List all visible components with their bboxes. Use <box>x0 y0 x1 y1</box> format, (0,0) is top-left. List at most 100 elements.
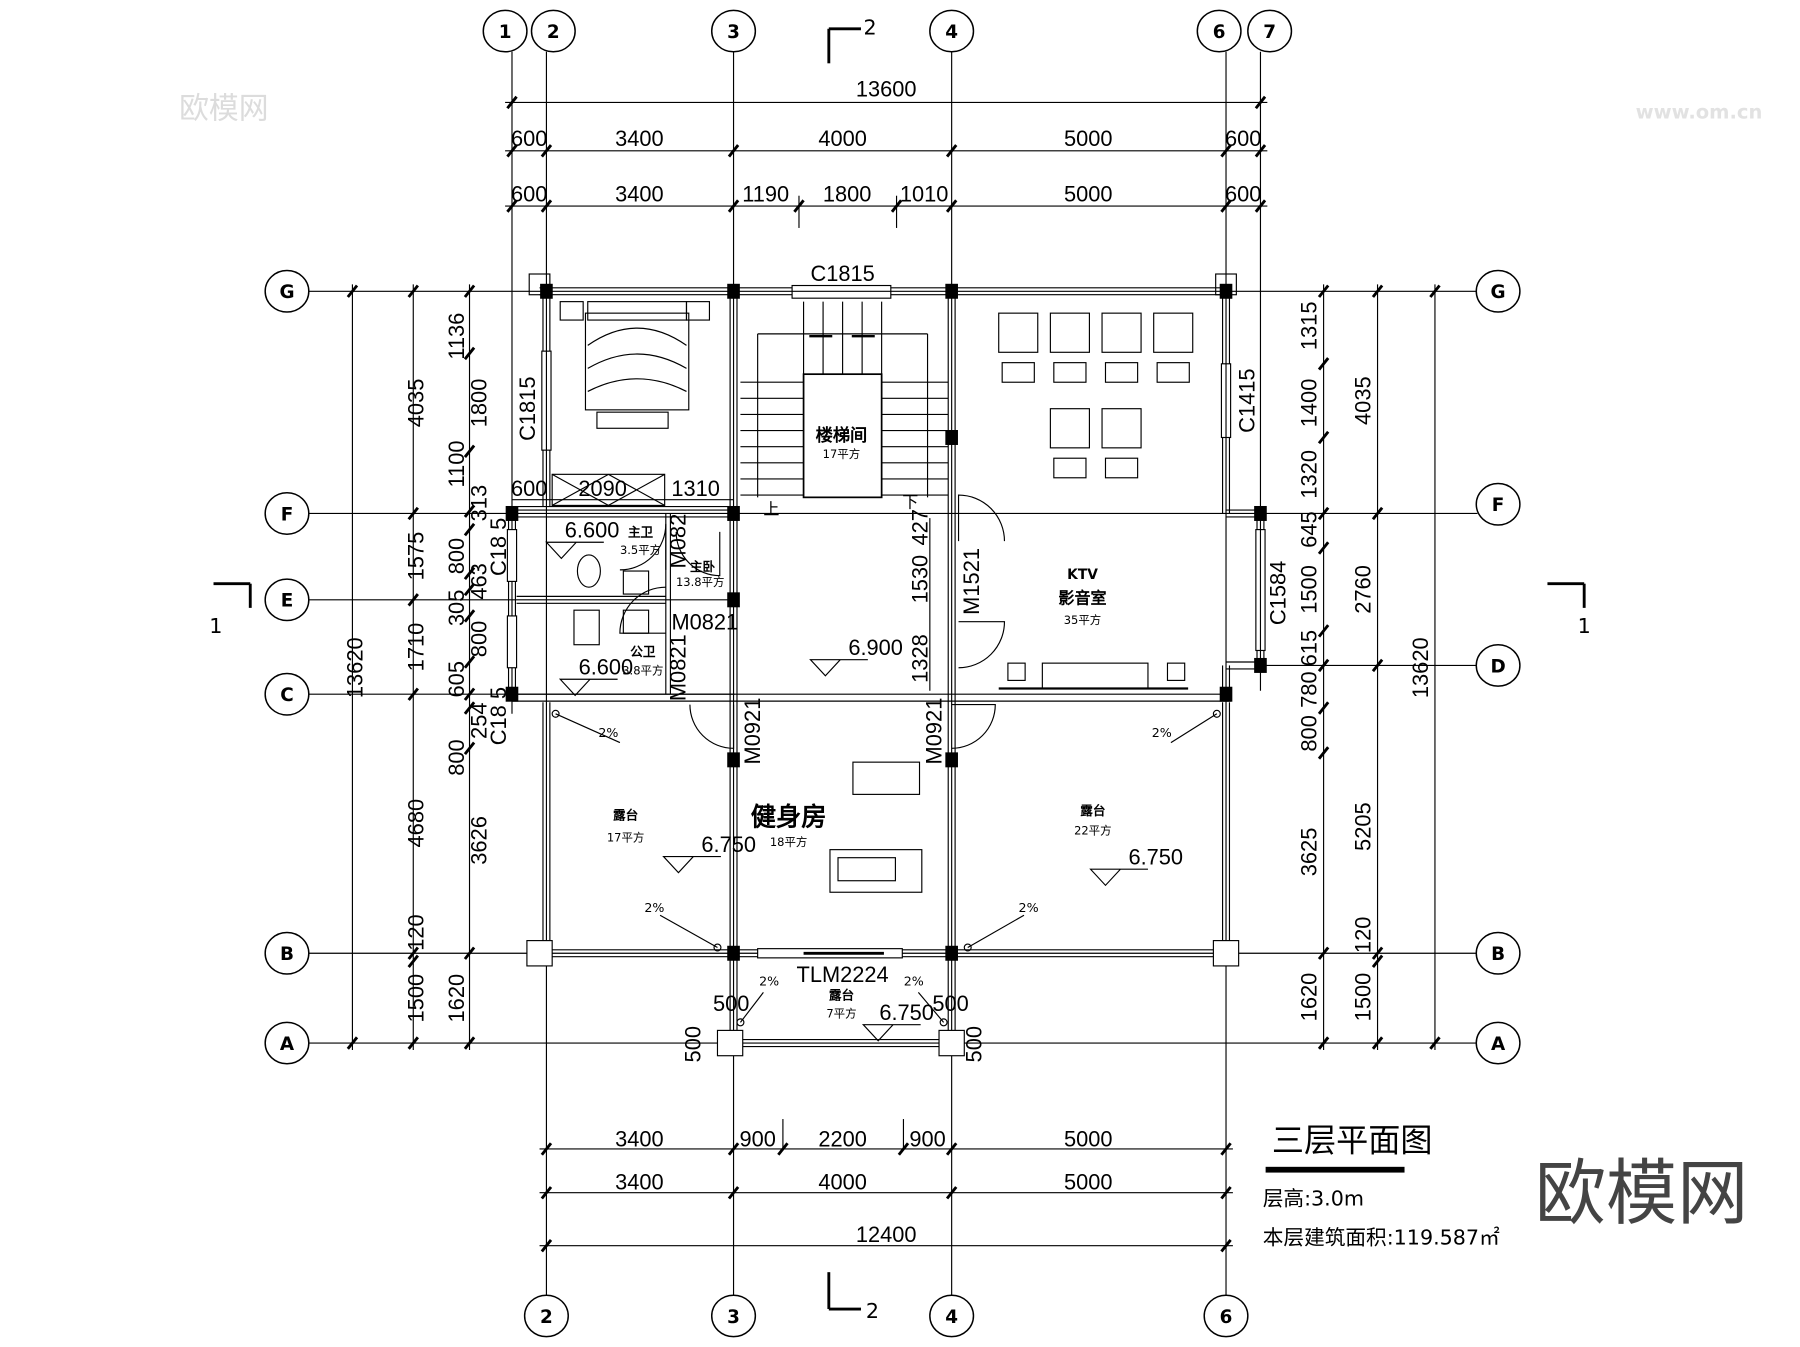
slope-label: 2% <box>1152 725 1172 740</box>
opening-label-m0921_left: M0921 <box>740 698 765 765</box>
axis-bubble-top-2 <box>710 9 757 53</box>
dimension-tick <box>1254 199 1267 213</box>
window-bath-lower <box>506 615 518 669</box>
dimension-tick <box>1317 430 1330 445</box>
floor-area: 本层建筑面积:119.587㎡ <box>1263 1226 1500 1250</box>
window-bath-upper <box>506 529 518 582</box>
treadmill-belt <box>837 857 896 882</box>
dimension-tick <box>506 144 518 158</box>
dimension-tick <box>407 506 419 521</box>
watermark-url: www.om.cn <box>1636 101 1763 124</box>
armchair <box>1101 312 1142 353</box>
column-outline <box>528 273 551 296</box>
door-swing-master-bedroom <box>675 531 721 577</box>
opening-label-m0821_v: M0821 <box>665 634 690 701</box>
axis-bubble-top-5-label: 7 <box>1263 22 1276 43</box>
opening-label-c1815_bath_lower: C18 5 <box>486 687 511 745</box>
basin <box>622 609 650 634</box>
axis-bubble-right-6 <box>1475 643 1521 687</box>
tv-console <box>1041 662 1149 690</box>
stair-up-label: 上 <box>763 500 779 519</box>
room-area: 3.8平方 <box>622 664 663 678</box>
armchair <box>1153 312 1194 353</box>
elevation-value: 6.750 <box>879 1000 934 1025</box>
opening-label-m0921_right: M0921 <box>921 698 946 765</box>
dimension-tick <box>463 522 476 537</box>
elevation-value: 6.600 <box>579 655 634 680</box>
dimension-tick <box>463 346 476 361</box>
axis-bubble-left-1-label: F <box>281 504 294 525</box>
dimension-tick <box>346 1036 359 1050</box>
axis-bubble-right-4 <box>1475 931 1521 975</box>
elevation-value: 6.750 <box>701 832 756 857</box>
axis-bubble-bottom-1-label: 2 <box>540 1307 553 1328</box>
axis-bubble-left-2-label: E <box>281 591 294 612</box>
dim-left-inner: 800 <box>467 621 492 657</box>
dim-bottom-row2: 4000 <box>818 1169 866 1194</box>
dim-left-mid: 4680 <box>404 799 429 848</box>
column-outline <box>716 1029 744 1057</box>
dim-right-inner: 1400 <box>1297 379 1322 428</box>
dimension-tick <box>1371 284 1384 298</box>
opening-label-c1584: C1584 <box>1266 561 1291 625</box>
dimension-tick <box>1317 746 1330 760</box>
elevation-marker <box>558 678 618 697</box>
door-swing-m1521-upper <box>957 494 1006 542</box>
dimension-tick <box>407 954 419 968</box>
dimension-tick <box>1429 1036 1441 1050</box>
floor-height: 层高:3.0m <box>1263 1186 1364 1210</box>
dim-top-row2: 600 <box>1225 126 1261 151</box>
dim-left-mid: 120 <box>404 914 429 950</box>
axis-bubble-right-0 <box>1475 269 1521 313</box>
axis-bubble-top-4 <box>1196 9 1242 53</box>
column <box>727 592 740 608</box>
nightstand <box>559 301 584 321</box>
dim-left-overall: 13620 <box>343 637 368 698</box>
dimension-tick <box>1317 701 1330 715</box>
dim-right-overall: 13620 <box>1408 637 1433 698</box>
bench <box>596 411 669 429</box>
dim-top-row3: 600 <box>1225 181 1261 206</box>
elevation-marker <box>1089 868 1148 887</box>
dimension-tick <box>506 199 518 213</box>
axis-bubble-top-1 <box>530 9 576 53</box>
dim-top-row3: 1010 <box>900 181 948 206</box>
axis-bubble-top-3-label: 4 <box>945 22 958 43</box>
door-swing-public-bath <box>619 586 666 634</box>
drain-slope-arrow <box>659 914 718 949</box>
elevation-marker <box>662 855 721 874</box>
dimension-tick <box>407 1036 419 1050</box>
room-name: 楼梯间 <box>816 425 868 446</box>
armchair <box>1049 408 1090 449</box>
dim-left-inner: 254 <box>467 702 492 738</box>
floor-drain <box>736 1018 745 1027</box>
room-name: 影音室 <box>1058 588 1106 607</box>
ottoman <box>1156 362 1190 383</box>
dimension-tick <box>540 199 553 213</box>
axis-bubble-top-2-label: 3 <box>727 22 740 43</box>
axis-bubble-bottom-2 <box>710 1294 757 1338</box>
column <box>727 283 740 299</box>
dimension-tick <box>1220 1239 1232 1253</box>
dim-interior: 1530 <box>908 555 933 604</box>
axis-bubble-left-0-label: G <box>279 282 294 303</box>
dimension-tick <box>1371 946 1384 960</box>
dimension-tick <box>463 1036 476 1050</box>
title-underline <box>1265 1166 1405 1173</box>
dimension-tick <box>1220 1142 1232 1156</box>
dim-right-inner: 1620 <box>1297 973 1322 1022</box>
elevation-value: 6.600 <box>565 518 620 543</box>
dim-right-inner: 1500 <box>1297 565 1322 614</box>
column <box>1254 657 1267 673</box>
axis-bubble-right-1-label: F <box>1492 495 1505 516</box>
dim-right-mid: 4035 <box>1351 376 1376 425</box>
column <box>945 945 958 961</box>
armchair <box>998 312 1039 353</box>
dimension-tick <box>463 655 476 669</box>
dimension-tick <box>506 95 518 110</box>
dimension-tick <box>463 284 476 298</box>
section-label-bottom: 2 <box>866 1299 879 1323</box>
column-outline <box>1215 273 1237 296</box>
dimension-tick <box>407 687 419 701</box>
